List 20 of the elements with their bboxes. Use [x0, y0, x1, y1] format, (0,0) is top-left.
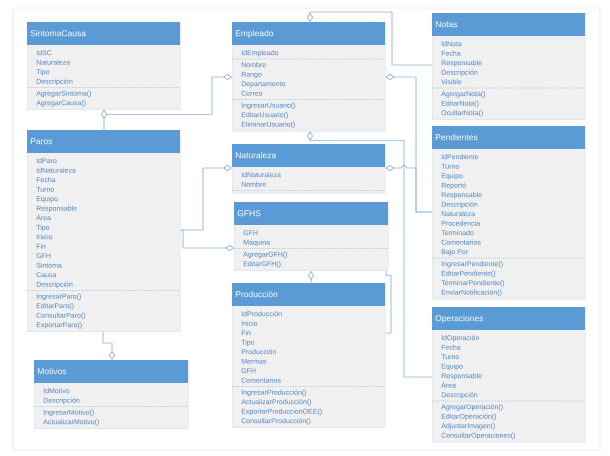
connector	[180, 165, 232, 230]
class-header: Operaciones	[432, 307, 585, 330]
class-header: GFHS	[234, 202, 388, 225]
class-header: Empleado	[232, 22, 385, 45]
connector	[307, 12, 432, 66]
connector	[180, 230, 234, 251]
class-header: Motivos	[34, 360, 188, 383]
connector	[307, 132, 432, 378]
connector	[101, 110, 107, 130]
connector	[102, 332, 115, 360]
class-header: Paros	[27, 130, 180, 153]
class-header: Notas	[432, 13, 585, 36]
connector	[386, 165, 432, 212]
connector	[385, 270, 392, 334]
class-header: Pendientes	[432, 126, 585, 149]
connector	[104, 74, 232, 115]
class-header: Producción	[232, 283, 385, 306]
connector	[308, 271, 314, 284]
class-header: Naturaleza	[232, 144, 385, 167]
class-header: SintomaCausa	[27, 22, 180, 45]
